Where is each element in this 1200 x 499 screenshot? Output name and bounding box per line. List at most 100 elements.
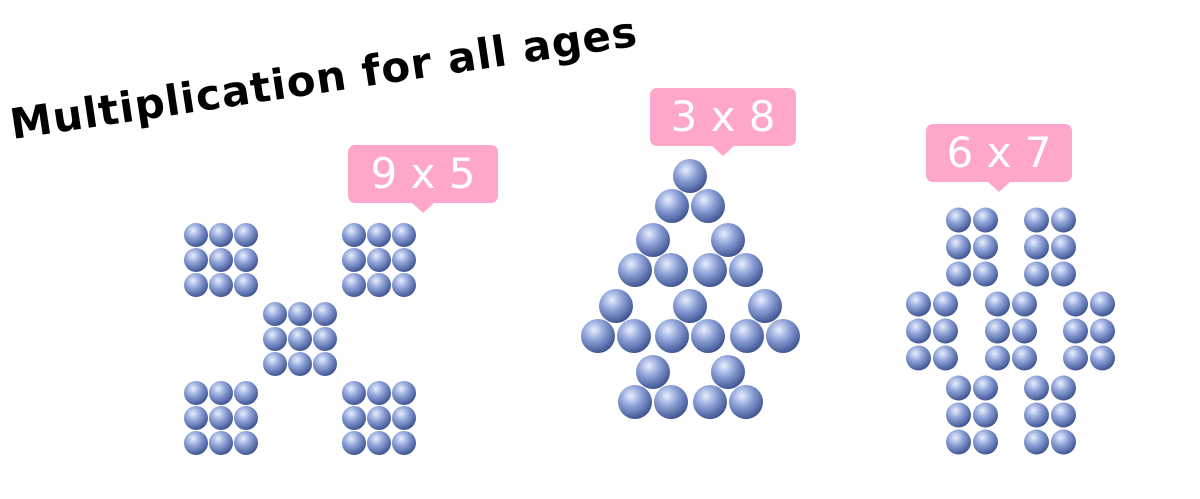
ball-9x5 xyxy=(367,223,391,247)
ball-6x7 xyxy=(946,429,971,455)
ball-6x7 xyxy=(985,345,1010,371)
ball-9x5 xyxy=(288,352,312,376)
ball-3x8 xyxy=(655,319,689,353)
ball-6x7 xyxy=(933,291,958,317)
ball-9x5 xyxy=(367,406,391,430)
ball-9x5 xyxy=(342,406,366,430)
ball-6x7 xyxy=(1063,291,1088,317)
ball-9x5 xyxy=(209,431,233,455)
ball-3x8 xyxy=(617,319,651,353)
ball-6x7 xyxy=(1012,318,1037,344)
ball-3x8 xyxy=(618,385,652,419)
ball-3x8 xyxy=(691,189,725,223)
ball-9x5 xyxy=(392,381,416,405)
ball-9x5 xyxy=(209,248,233,272)
ball-3x8 xyxy=(748,289,782,323)
ball-3x8 xyxy=(673,159,707,193)
ball-9x5 xyxy=(184,248,208,272)
ball-9x5 xyxy=(288,302,312,326)
ball-6x7 xyxy=(973,375,998,401)
ball-9x5 xyxy=(342,381,366,405)
ball-6x7 xyxy=(1051,402,1076,428)
ball-6x7 xyxy=(1024,207,1049,233)
ball-3x8 xyxy=(636,355,670,389)
ball-6x7 xyxy=(1024,261,1049,287)
ball-3x8 xyxy=(654,385,688,419)
ball-6x7 xyxy=(1012,345,1037,371)
ball-9x5 xyxy=(342,431,366,455)
ball-9x5 xyxy=(263,352,287,376)
ball-9x5 xyxy=(263,302,287,326)
ball-6x7 xyxy=(906,345,931,371)
ball-6x7 xyxy=(1051,207,1076,233)
ball-9x5 xyxy=(184,381,208,405)
ball-3x8 xyxy=(711,223,745,257)
ball-3x8 xyxy=(766,319,800,353)
ball-3x8 xyxy=(693,253,727,287)
ball-6x7 xyxy=(985,291,1010,317)
ball-9x5 xyxy=(367,273,391,297)
ball-9x5 xyxy=(209,381,233,405)
ball-9x5 xyxy=(234,273,258,297)
ball-6x7 xyxy=(973,429,998,455)
ball-9x5 xyxy=(342,223,366,247)
ball-3x8 xyxy=(730,319,764,353)
ball-9x5 xyxy=(392,431,416,455)
ball-9x5 xyxy=(367,248,391,272)
ball-6x7 xyxy=(1090,345,1115,371)
ball-9x5 xyxy=(313,327,337,351)
ball-9x5 xyxy=(342,248,366,272)
ball-3x8 xyxy=(673,289,707,323)
ball-6x7 xyxy=(933,318,958,344)
ball-6x7 xyxy=(1051,429,1076,455)
ball-6x7 xyxy=(1024,375,1049,401)
ball-9x5 xyxy=(392,223,416,247)
ball-9x5 xyxy=(234,381,258,405)
ball-9x5 xyxy=(313,352,337,376)
ball-9x5 xyxy=(234,248,258,272)
ball-9x5 xyxy=(367,381,391,405)
ball-9x5 xyxy=(342,273,366,297)
ball-6x7 xyxy=(946,234,971,260)
ball-9x5 xyxy=(184,406,208,430)
ball-3x8 xyxy=(618,253,652,287)
ball-6x7 xyxy=(1024,234,1049,260)
ball-6x7 xyxy=(1051,375,1076,401)
ball-6x7 xyxy=(985,318,1010,344)
ball-3x8 xyxy=(599,289,633,323)
ball-6x7 xyxy=(946,207,971,233)
ball-3x8 xyxy=(655,189,689,223)
ball-9x5 xyxy=(209,406,233,430)
ball-6x7 xyxy=(973,207,998,233)
ball-9x5 xyxy=(367,431,391,455)
label-9x5: 9 x 5 xyxy=(348,145,498,213)
ball-9x5 xyxy=(234,223,258,247)
ball-9x5 xyxy=(234,431,258,455)
ball-6x7 xyxy=(906,291,931,317)
ball-6x7 xyxy=(1063,318,1088,344)
label-6x7: 6 x 7 xyxy=(926,124,1072,192)
ball-9x5 xyxy=(209,273,233,297)
ball-6x7 xyxy=(973,261,998,287)
ball-6x7 xyxy=(1012,291,1037,317)
ball-3x8 xyxy=(729,253,763,287)
ball-9x5 xyxy=(288,327,312,351)
ball-9x5 xyxy=(313,302,337,326)
ball-3x8 xyxy=(636,223,670,257)
ball-6x7 xyxy=(946,402,971,428)
ball-9x5 xyxy=(392,406,416,430)
ball-6x7 xyxy=(1090,318,1115,344)
ball-6x7 xyxy=(1051,261,1076,287)
ball-6x7 xyxy=(1090,291,1115,317)
ball-9x5 xyxy=(234,406,258,430)
ball-3x8 xyxy=(711,355,745,389)
ball-6x7 xyxy=(946,375,971,401)
ball-9x5 xyxy=(184,273,208,297)
ball-6x7 xyxy=(906,318,931,344)
ball-6x7 xyxy=(946,261,971,287)
label-3x8: 3 x 8 xyxy=(650,88,796,156)
ball-9x5 xyxy=(209,223,233,247)
ball-9x5 xyxy=(392,248,416,272)
